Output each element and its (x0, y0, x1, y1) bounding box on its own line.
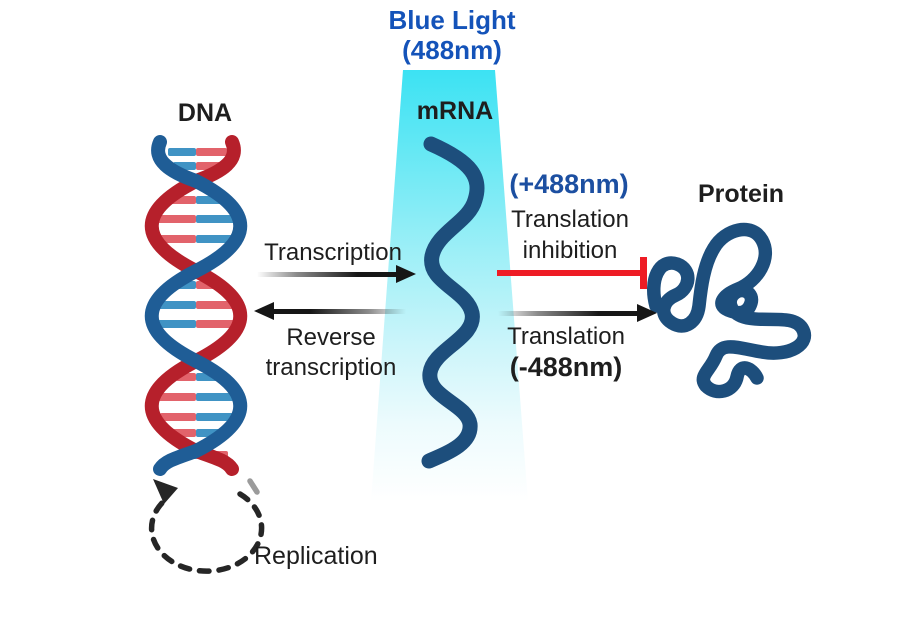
translation-arrowhead-icon (637, 304, 657, 322)
minus-488nm-label: (-488nm) (509, 352, 623, 382)
protein-tangle-graphic (647, 222, 811, 399)
transcription-arrowhead-icon (396, 265, 416, 283)
blue-light-title-line1: Blue Light (388, 5, 516, 35)
replication-arrowhead-icon (153, 479, 178, 504)
replication-dashed-circle (148, 491, 265, 574)
reverse-transcription-label-line1: Reverse (286, 324, 376, 351)
reverse-transcription-label-line2: transcription (265, 354, 397, 381)
translation-inhibition-bar (497, 270, 641, 276)
plus-488nm-label: (+488nm) (509, 169, 629, 199)
transcription-label: Transcription (264, 239, 402, 266)
translation-arrow (498, 311, 638, 316)
translation-inhibition-label-line1: Translation (511, 206, 629, 233)
replication-cycle-graphic (148, 478, 265, 574)
transcription-arrow (257, 272, 397, 277)
mrna-label: mRNA (416, 97, 494, 125)
translation-inhibition-stopper (640, 257, 647, 289)
reverse-transcription-arrowhead-icon (254, 302, 274, 320)
reverse-transcription-arrow (273, 309, 406, 314)
dna-strand-blue (145, 135, 247, 476)
replication-faded-dash (247, 478, 260, 495)
translation-inhibition-label-line2: inhibition (522, 237, 618, 264)
dna-helix-graphic (145, 135, 247, 476)
replication-label: Replication (254, 542, 378, 570)
blue-light-title-line2: (488nm) (402, 35, 502, 65)
translation-label: Translation (507, 323, 625, 350)
mrna-strand-graphic (421, 136, 485, 469)
protein-label: Protein (697, 180, 785, 208)
dna-label: DNA (177, 99, 233, 127)
